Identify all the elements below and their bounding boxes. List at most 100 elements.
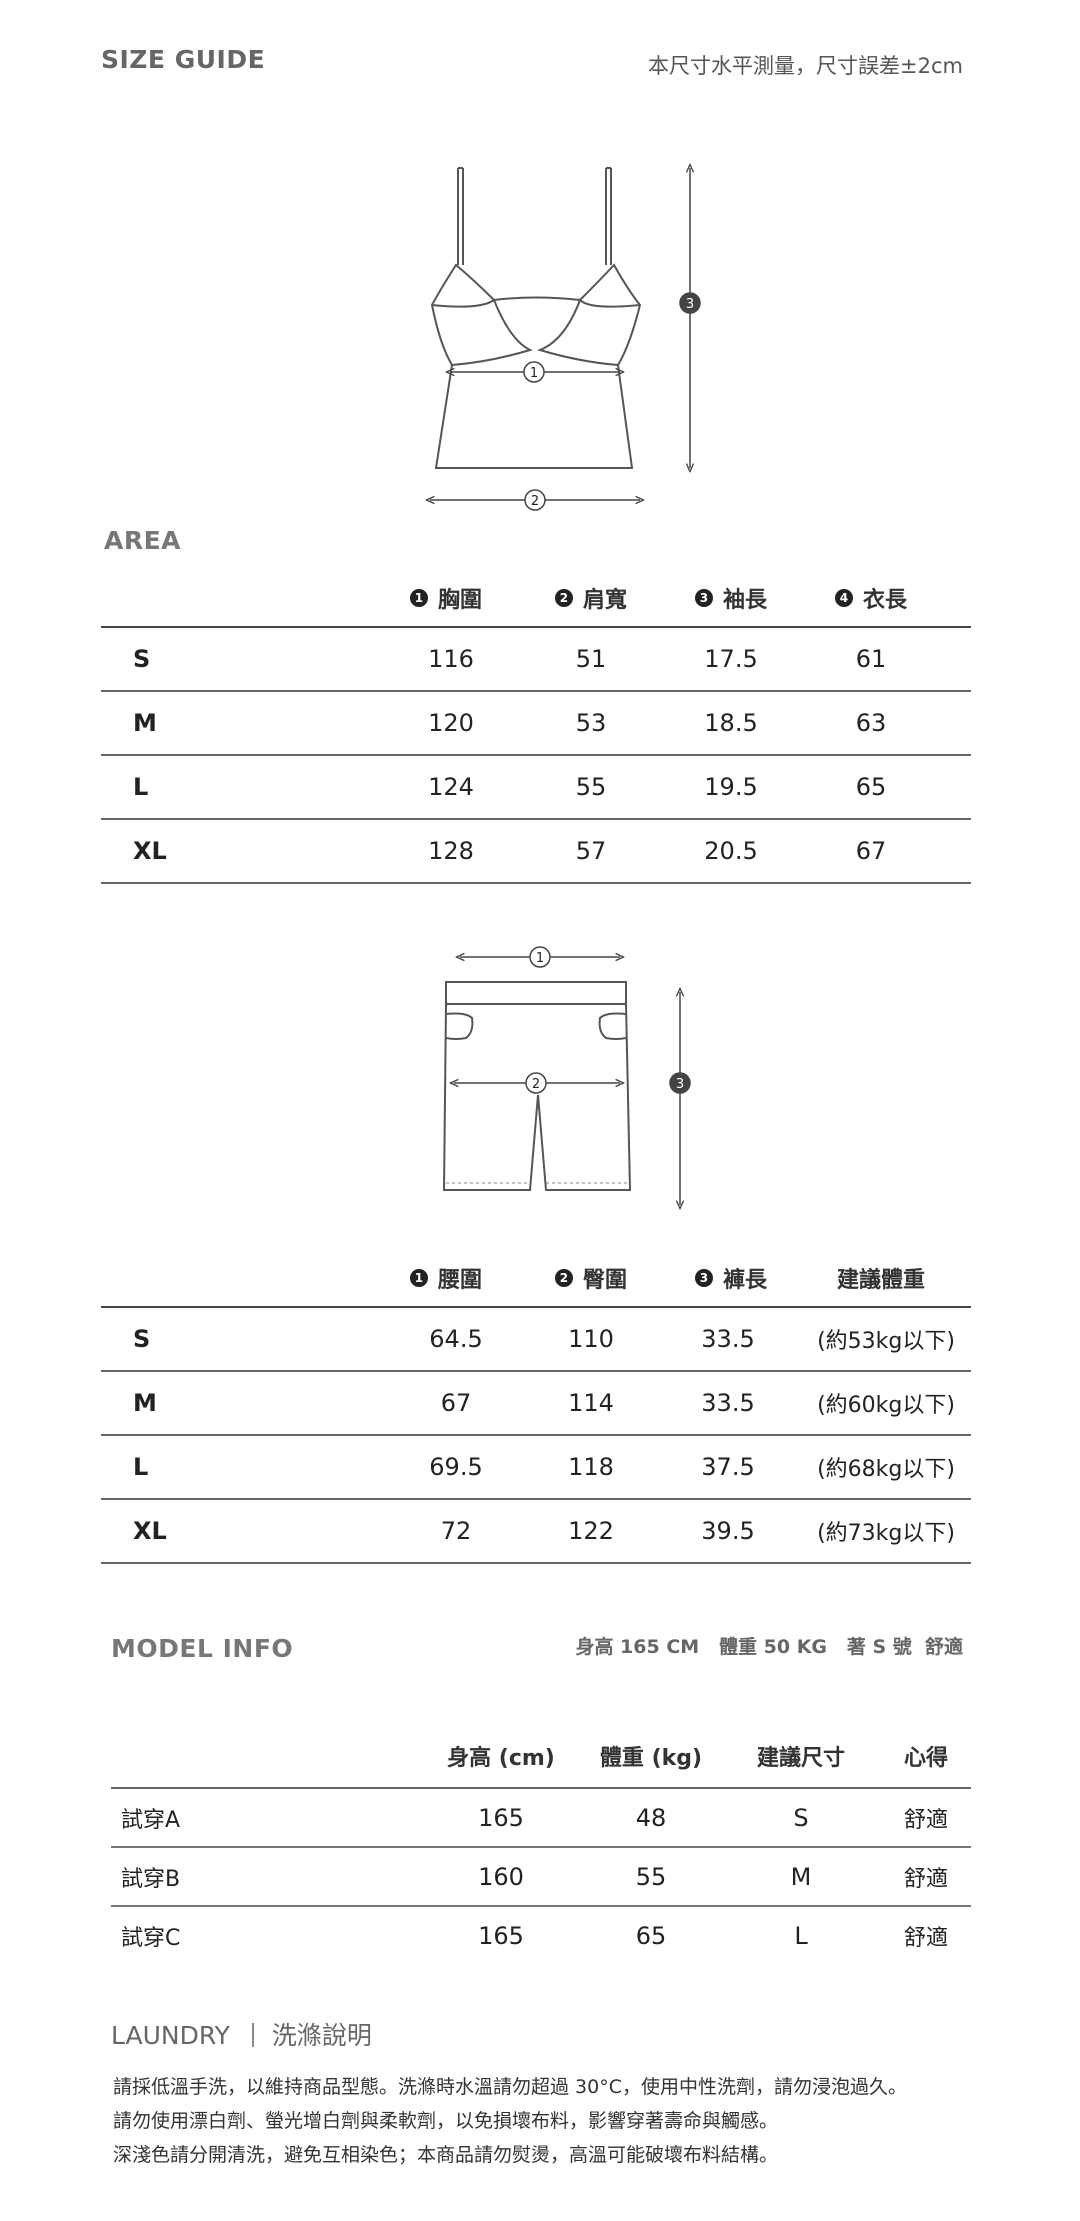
col-label: 腰圍: [437, 1268, 482, 1293]
size-label: M: [133, 709, 157, 737]
model-info-table: 身高 (cm) 體重 (kg) 建議尺寸 心得 試穿A 165 48 S 舒適 …: [111, 1725, 971, 1964]
cell-value: 33.5: [701, 1389, 755, 1417]
col-label: 臀圍: [582, 1268, 627, 1293]
area-label: AREA: [104, 526, 182, 555]
top-garment-diagram: 1 2 3: [400, 150, 701, 511]
cell-value: 17.5: [704, 645, 758, 673]
table-header: 身高 (cm) 體重 (kg) 建議尺寸 心得: [111, 1725, 971, 1789]
number-badge: 2: [554, 589, 573, 607]
measurement-note: 本尺寸水平測量，尺寸誤差±2cm: [648, 54, 963, 78]
table-row: 試穿A 165 48 S 舒適: [111, 1789, 971, 1848]
cell-value: 57: [575, 837, 607, 865]
model-info-summary: 身高 165 CM 體重 50 KG 著 S 號 舒適: [575, 1636, 963, 1658]
cell-value: 110: [568, 1325, 614, 1353]
top-marker-2: 2: [531, 494, 539, 509]
cell-value: (約53kg以下): [817, 1329, 955, 1354]
shorts-marker-2: 2: [532, 1077, 540, 1092]
table-row: 試穿B 160 55 M 舒適: [111, 1848, 971, 1907]
laundry-line: 請採低溫手洗，以維持商品型態。洗滌時水溫請勿超過 30°C，使用中性洗劑，請勿浸…: [113, 2076, 907, 2098]
cell-value: 舒適: [903, 1925, 948, 1951]
number-badge: 3: [694, 1269, 713, 1287]
table-row: 試穿C 165 65 L 舒適: [111, 1907, 971, 1964]
table-row: XL 128 57 20.5 67: [101, 820, 971, 884]
size-label: XL: [133, 1517, 167, 1545]
col-feedback: 心得: [903, 1746, 948, 1771]
cell-value: 165: [478, 1921, 524, 1950]
number-badge: 2: [554, 1269, 573, 1287]
table-row: L 124 55 19.5 65: [101, 756, 971, 820]
laundry-sublabel: 洗滌說明: [271, 2021, 372, 2050]
col-label: 胸圍: [437, 588, 482, 613]
col-label: 肩寬: [582, 588, 627, 613]
col-label: 袖長: [722, 588, 767, 613]
model-info-label: MODEL INFO: [111, 1634, 294, 1663]
cell-value: 51: [575, 645, 607, 673]
tester-name: 試穿C: [121, 1925, 181, 1951]
cell-value: (約68kg以下): [817, 1457, 955, 1482]
cell-value: 122: [568, 1517, 614, 1545]
cell-value: 37.5: [701, 1453, 755, 1481]
cell-value: 39.5: [701, 1517, 755, 1545]
size-label: L: [133, 773, 149, 801]
cell-value: 舒適: [903, 1807, 948, 1833]
top-marker-3: 3: [686, 297, 694, 312]
col-weight: 體重 (kg): [599, 1746, 703, 1771]
tester-name: 試穿A: [121, 1807, 181, 1833]
col-suggested-size: 建議尺寸: [756, 1746, 845, 1771]
cell-value: M: [790, 1862, 812, 1891]
cell-value: 55: [575, 773, 607, 801]
laundry-line: 請勿使用漂白劑、螢光增白劑與柔軟劑，以免損壞布料，影響穿著壽命與觸感。: [113, 2110, 779, 2132]
size-label: S: [133, 1325, 151, 1353]
cell-value: 128: [428, 837, 474, 865]
cell-value: 114: [568, 1389, 614, 1417]
cell-value: (約60kg以下): [817, 1393, 955, 1418]
table-row: XL 72 122 39.5 (約73kg以下): [101, 1500, 971, 1564]
cell-value: S: [793, 1803, 809, 1832]
cell-value: 67: [440, 1389, 472, 1417]
number-badge: 3: [694, 589, 713, 607]
cell-value: 48: [635, 1803, 667, 1832]
cell-value: 64.5: [429, 1325, 483, 1353]
col-hip: 2 臀圍: [531, 1250, 651, 1306]
col-label: 衣長: [862, 588, 907, 613]
cell-value: 18.5: [704, 709, 758, 737]
cell-value: 120: [428, 709, 474, 737]
table-row: S 116 51 17.5 61: [101, 628, 971, 692]
laundry-line: 深淺色請分開清洗，避免互相染色；本商品請勿熨燙，高溫可能破壞布料結構。: [113, 2144, 779, 2166]
page-title: SIZE GUIDE: [101, 45, 266, 74]
table-row: M 67 114 33.5 (約60kg以下): [101, 1372, 971, 1436]
number-badge: 4: [834, 589, 853, 607]
cell-value: 69.5: [429, 1453, 483, 1481]
col-label: 建議體重: [836, 1268, 925, 1293]
cell-value: 118: [568, 1453, 614, 1481]
cell-value: 19.5: [704, 773, 758, 801]
cell-value: 33.5: [701, 1325, 755, 1353]
shorts-marker-1: 1: [536, 951, 544, 966]
size-label: XL: [133, 837, 167, 865]
tester-name: 試穿B: [121, 1866, 181, 1892]
cell-value: (約73kg以下): [817, 1521, 955, 1546]
shorts-diagram: 1 2 3: [442, 946, 691, 1220]
cell-value: 72: [440, 1517, 472, 1545]
cell-value: 160: [478, 1862, 524, 1891]
col-suggested-weight: 建議體重: [806, 1250, 956, 1306]
cell-value: 124: [428, 773, 474, 801]
col-height: 身高 (cm): [447, 1746, 555, 1771]
cell-value: 55: [635, 1862, 667, 1891]
laundry-heading: LAUNDRY 洗滌說明: [111, 2016, 372, 2052]
col-label: 褲長: [722, 1268, 767, 1293]
cell-value: 20.5: [704, 837, 758, 865]
laundry-label: LAUNDRY: [111, 2021, 230, 2050]
col-sleeve: 3 袖長: [671, 570, 791, 626]
cell-value: L: [794, 1921, 808, 1950]
cell-value: 165: [478, 1803, 524, 1832]
shorts-marker-3: 3: [676, 1077, 684, 1092]
col-length: 4 衣長: [806, 570, 936, 626]
cell-value: 116: [428, 645, 474, 673]
cell-value: 67: [855, 837, 887, 865]
